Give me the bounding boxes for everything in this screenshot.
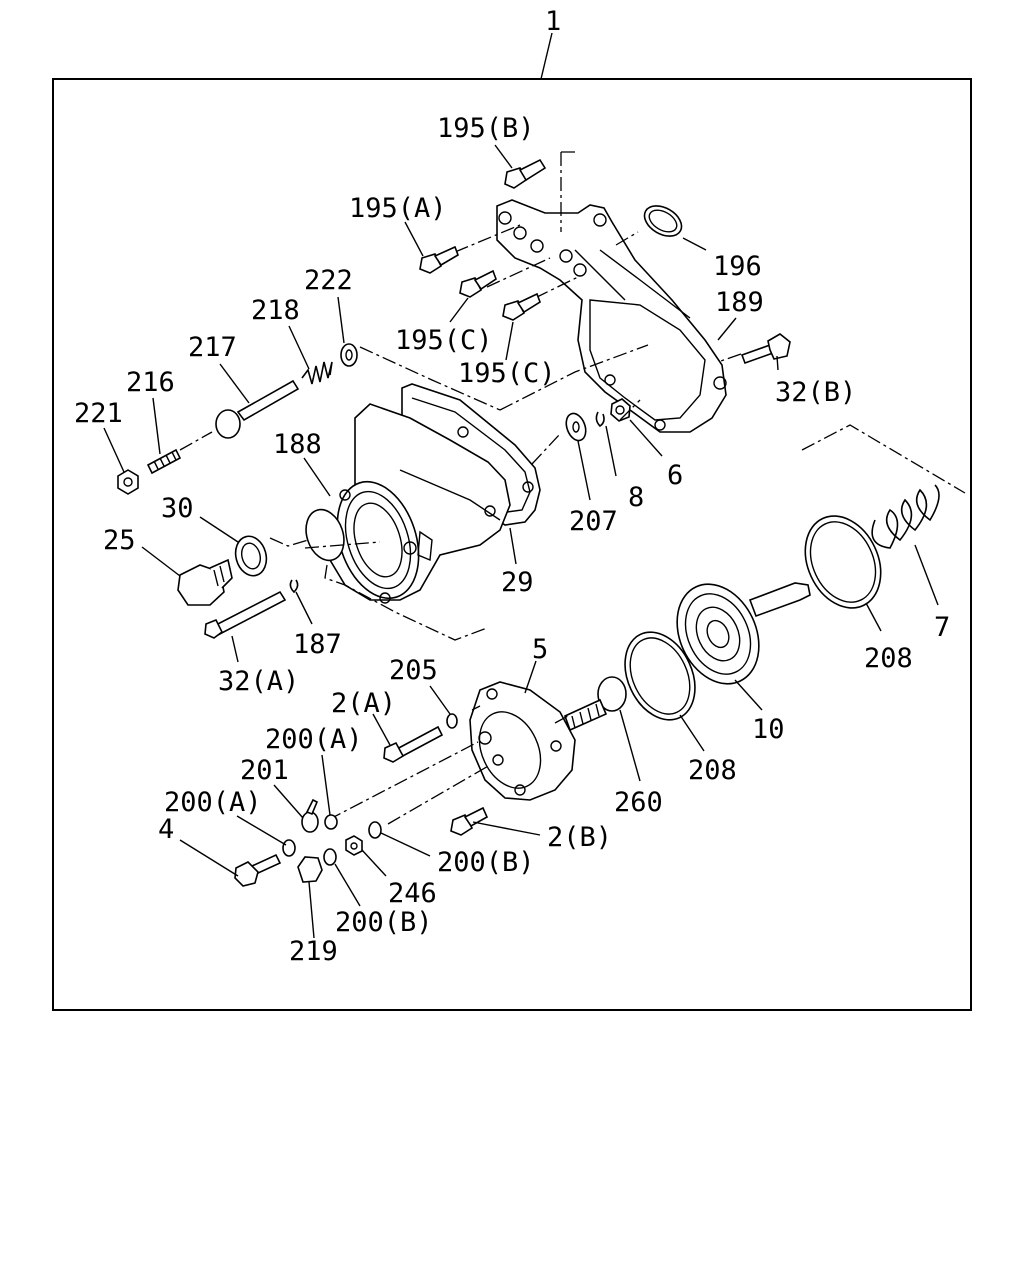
- label-195c-upper: 195(C): [395, 325, 493, 356]
- label-205: 205: [389, 655, 438, 686]
- washer-30: [234, 535, 268, 577]
- housing-188: [305, 403, 511, 604]
- label-195b: 195(B): [437, 113, 535, 144]
- clip-8: [595, 411, 605, 428]
- nut-246: [345, 835, 363, 856]
- label-32b: 32(B): [775, 377, 856, 408]
- cover-5: [469, 681, 576, 801]
- bolt-32a: [204, 590, 287, 639]
- label-208-lower: 208: [688, 755, 737, 786]
- label-222: 222: [304, 265, 353, 296]
- label-187: 187: [293, 629, 342, 660]
- label-200b-upper: 200(B): [437, 847, 535, 878]
- bracket-189: [496, 199, 727, 433]
- label-8: 8: [628, 482, 644, 513]
- label-200a-upper: 200(A): [265, 724, 363, 755]
- label-208-upper: 208: [864, 643, 913, 674]
- label-201: 201: [240, 755, 289, 786]
- washer-207: [565, 412, 587, 442]
- label-221: 221: [74, 398, 123, 429]
- label-218: 218: [251, 295, 300, 326]
- part-260: [563, 676, 627, 732]
- bolt-195a: [419, 245, 459, 274]
- washer-222: [340, 343, 358, 367]
- label-32a: 32(A): [218, 666, 299, 697]
- label-195c-lower: 195(C): [458, 358, 556, 389]
- label-246: 246: [388, 878, 437, 909]
- spring-7: [871, 484, 940, 549]
- label-207: 207: [569, 506, 618, 537]
- label-7: 7: [934, 612, 950, 643]
- washer-200b-right: [368, 821, 382, 839]
- label-196: 196: [713, 251, 762, 282]
- label-6: 6: [667, 460, 683, 491]
- plug-25: [177, 558, 233, 606]
- label-29: 29: [501, 567, 534, 598]
- bolt-32b: [740, 333, 791, 365]
- label-195a: 195(A): [349, 193, 447, 224]
- label-260: 260: [614, 787, 663, 818]
- label-189: 189: [715, 287, 764, 318]
- label-216: 216: [126, 367, 175, 398]
- leader-lines: [103, 144, 939, 939]
- washer-205: [446, 713, 458, 729]
- label-2a: 2(A): [331, 688, 396, 719]
- washer-187: [289, 579, 299, 594]
- fitting-201: [301, 798, 319, 833]
- bolt-2b: [450, 806, 489, 836]
- bolt-195c-lower: [502, 292, 541, 321]
- label-200b-lower: 200(B): [335, 907, 433, 938]
- label-30: 30: [161, 493, 194, 524]
- label-4: 4: [158, 814, 174, 845]
- nut-221: [117, 469, 139, 495]
- label-10: 10: [752, 714, 785, 745]
- bolt-2a: [383, 725, 444, 763]
- bolt-195b: [504, 158, 547, 189]
- label-219: 219: [289, 936, 338, 967]
- label-5: 5: [532, 634, 548, 665]
- assembly-leader: [540, 32, 553, 80]
- washer-200a-lower: [282, 839, 296, 857]
- label-assembly: 1: [545, 6, 561, 37]
- label-2b: 2(B): [547, 822, 612, 853]
- label-217: 217: [188, 332, 237, 363]
- ring-208-upper: [804, 515, 882, 609]
- label-188: 188: [273, 429, 322, 460]
- o-ring-196: [643, 205, 683, 237]
- spring-218: [301, 361, 333, 385]
- cap-219: [297, 856, 323, 883]
- diagram-frame: [52, 78, 972, 1011]
- washer-200a-upper: [324, 814, 338, 830]
- label-200a-lower: 200(A): [164, 787, 262, 818]
- washer-200b-lower: [323, 848, 337, 866]
- bolt-4: [234, 853, 282, 887]
- bolt-195c-upper: [459, 269, 497, 298]
- label-25: 25: [103, 525, 136, 556]
- pin-217: [215, 379, 300, 439]
- piston-10: [676, 582, 811, 685]
- spring-216: [146, 448, 182, 475]
